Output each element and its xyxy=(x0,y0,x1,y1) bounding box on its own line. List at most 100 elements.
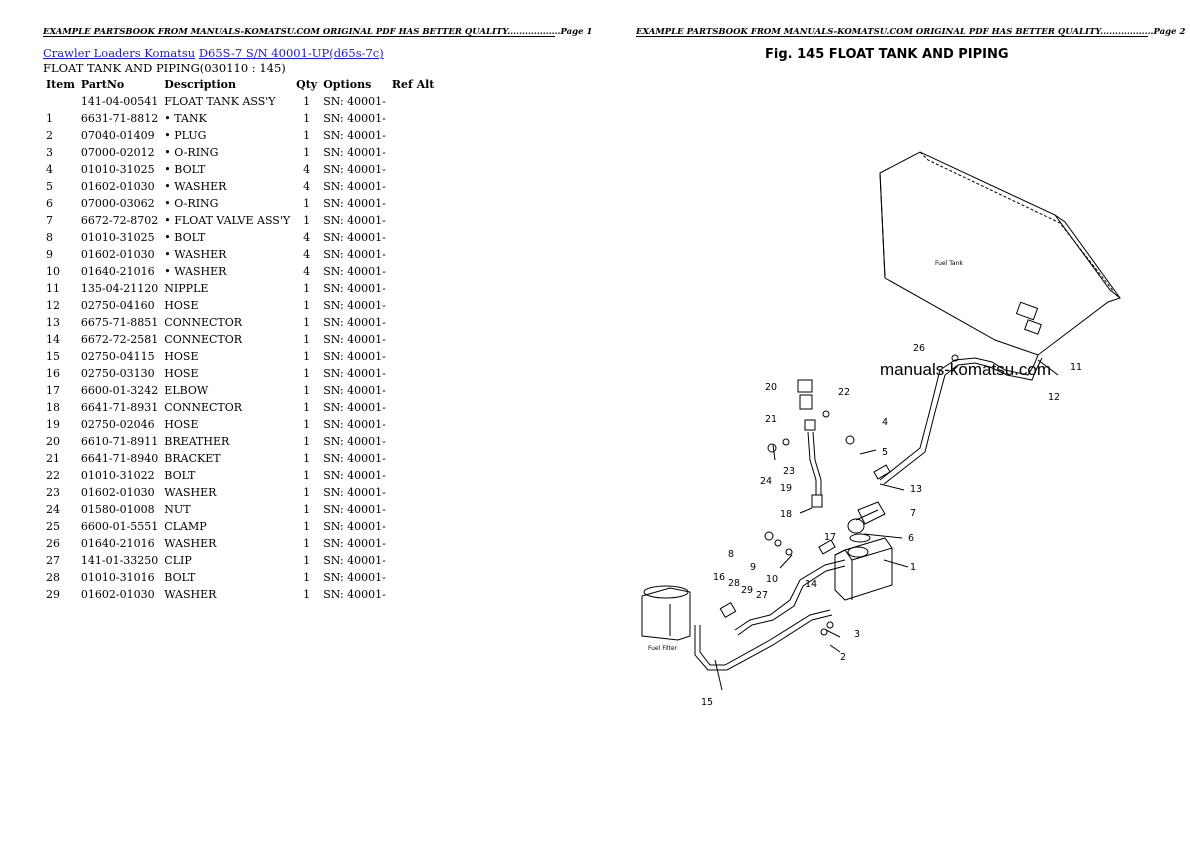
column-header-item: Item xyxy=(46,78,75,91)
cell-description: • FLOAT VALVE ASS'Y xyxy=(164,214,291,227)
cell-qty: 4 xyxy=(303,265,311,278)
cell-qty: 4 xyxy=(303,231,311,244)
cell-ref-alt xyxy=(389,110,438,127)
cell-qty: 1 xyxy=(303,299,311,312)
callout-19: 19 xyxy=(780,483,792,494)
callout-7: 7 xyxy=(910,508,916,519)
pipe-upper xyxy=(879,354,1039,481)
cell-description: • BOLT xyxy=(164,231,206,244)
breadcrumb-link-category[interactable]: Crawler Loaders Komatsu xyxy=(43,46,196,60)
cell-item: 6 xyxy=(46,197,53,210)
callout-24: 24 xyxy=(760,476,772,487)
cell-description: NIPPLE xyxy=(164,282,209,295)
cell-options: SN: 40001- xyxy=(323,418,386,431)
callout-10: 10 xyxy=(766,574,778,585)
cell-ref-alt xyxy=(389,450,438,467)
cell-ref-alt xyxy=(389,518,438,535)
cell-qty: 1 xyxy=(303,520,311,533)
cell-partno: 01010-31016 xyxy=(80,571,155,584)
cell-options: SN: 40001- xyxy=(323,554,386,567)
cell-ref-alt xyxy=(389,416,438,433)
cell-item: 11 xyxy=(46,282,60,295)
cell-partno: 135-04-21120 xyxy=(80,282,159,295)
callout-12: 12 xyxy=(1048,392,1060,403)
cell-ref-alt xyxy=(389,246,438,263)
cell-options: SN: 40001- xyxy=(323,367,386,380)
cell-item: 18 xyxy=(46,401,60,414)
breadcrumb-link-model[interactable]: D65S-7 S/N 40001-UP(d65s-7c) xyxy=(198,46,384,60)
callout-6: 6 xyxy=(908,533,914,544)
cell-partno: 6600-01-3242 xyxy=(80,384,159,397)
cell-options: SN: 40001- xyxy=(323,214,386,227)
cell-partno: 02750-02046 xyxy=(80,418,155,431)
cell-description: • PLUG xyxy=(164,129,207,142)
cell-options: SN: 40001- xyxy=(323,316,386,329)
cell-qty: 1 xyxy=(303,197,311,210)
fuel-filter xyxy=(641,587,691,641)
cell-description: CLAMP xyxy=(164,520,207,533)
column-header-ref-alt: Ref Alt xyxy=(391,78,435,91)
cell-description: WASHER xyxy=(164,588,217,601)
cell-qty: 1 xyxy=(303,316,311,329)
page-2-header: EXAMPLE PARTSBOOK FROM MANUALS-KOMATSU.C… xyxy=(636,27,1186,37)
cell-partno: 01640-21016 xyxy=(80,265,155,278)
cell-qty: 1 xyxy=(303,537,311,550)
cell-description: ELBOW xyxy=(164,384,209,397)
cell-ref-alt xyxy=(389,399,438,416)
cell-partno: 07000-02012 xyxy=(80,146,155,159)
cell-item: 4 xyxy=(46,163,53,176)
cell-partno: 02750-03130 xyxy=(80,367,155,380)
cell-options: SN: 40001- xyxy=(323,350,386,363)
cell-partno: 6631-71-8812 xyxy=(80,112,159,125)
cell-item: 1 xyxy=(46,112,53,125)
cell-qty: 1 xyxy=(303,486,311,499)
cell-options: SN: 40001- xyxy=(323,95,386,108)
cell-partno: 07000-03062 xyxy=(80,197,155,210)
cell-description: BOLT xyxy=(164,469,196,482)
cell-ref-alt xyxy=(389,314,438,331)
cell-options: SN: 40001- xyxy=(323,503,386,516)
cell-qty: 1 xyxy=(303,571,311,584)
cell-description: HOSE xyxy=(164,367,199,380)
callout-23: 23 xyxy=(783,466,795,477)
page-2-header-rule xyxy=(636,36,1148,37)
cell-item: 29 xyxy=(46,588,60,601)
cell-description: • WASHER xyxy=(164,248,227,261)
cell-item: 26 xyxy=(46,537,60,550)
cell-options: SN: 40001- xyxy=(323,129,386,142)
cell-options: SN: 40001- xyxy=(323,588,386,601)
parts-table: Item PartNo Description Qty Options Ref … xyxy=(43,76,437,603)
cell-partno: 01602-01030 xyxy=(80,180,155,193)
cell-description: NUT xyxy=(164,503,191,516)
cell-partno: 01010-31022 xyxy=(80,469,155,482)
callout-20: 20 xyxy=(765,382,777,393)
cell-item: 7 xyxy=(46,214,53,227)
cell-ref-alt xyxy=(389,144,438,161)
breather xyxy=(797,379,813,393)
cell-description: HOSE xyxy=(164,418,199,431)
cell-description: CONNECTOR xyxy=(164,401,243,414)
cell-ref-alt xyxy=(389,382,438,399)
callout-21: 21 xyxy=(765,414,777,425)
callout-17: 17 xyxy=(824,532,836,543)
cell-description: CLIP xyxy=(164,554,192,567)
cell-qty: 1 xyxy=(303,384,311,397)
cell-item: 19 xyxy=(46,418,60,431)
cell-item xyxy=(43,93,78,110)
cell-item: 9 xyxy=(46,248,53,261)
cell-item: 16 xyxy=(46,367,60,380)
cell-options: SN: 40001- xyxy=(323,435,386,448)
hose-lower-2 xyxy=(699,609,831,666)
cell-description: • BOLT xyxy=(164,163,206,176)
cell-item: 28 xyxy=(46,571,60,584)
cell-ref-alt xyxy=(389,195,438,212)
